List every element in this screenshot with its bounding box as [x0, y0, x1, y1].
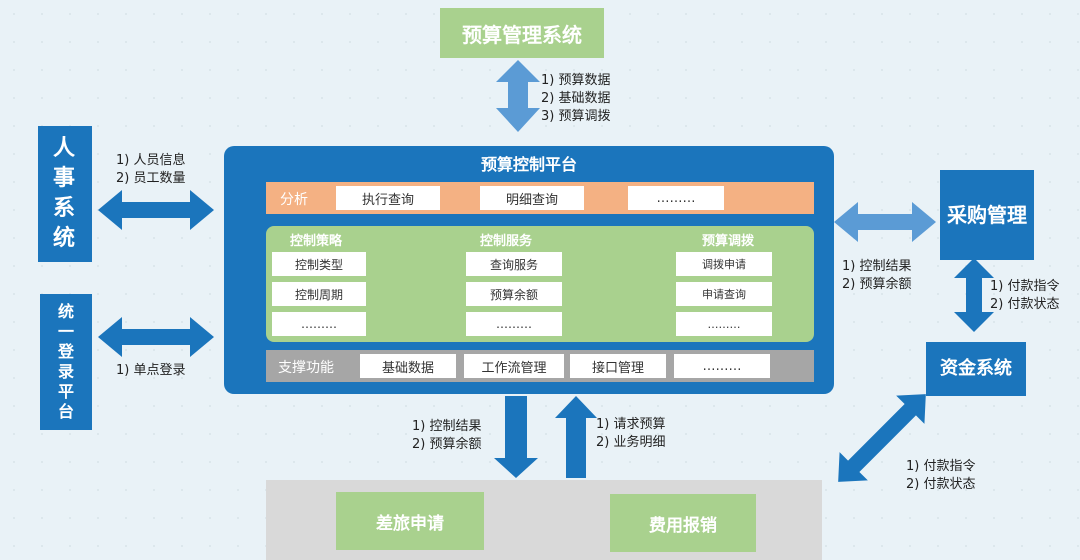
hr-arrow — [98, 190, 214, 230]
procurement-box: 采购管理 — [940, 170, 1034, 260]
top-note: 2) 基础数据 — [541, 91, 611, 106]
bottom-notes-right: 1) 请求预算 2) 业务明细 — [596, 416, 665, 452]
down-arrow — [494, 396, 538, 478]
funds-system-box: 资金系统 — [926, 342, 1026, 396]
bottom-note: 1) 请求预算 — [596, 417, 666, 432]
expense-title: 费用报销 — [649, 515, 717, 536]
sso-note: 1) 单点登录 — [116, 363, 186, 378]
hr-notes: 1) 人员信息 2) 员工数量 — [116, 152, 185, 188]
funds-notes-top: 1) 付款指令 2) 付款状态 — [990, 278, 1059, 314]
hr-system-box: 人事系统 — [38, 126, 92, 262]
analysis-label: 分析 — [280, 192, 308, 208]
procurement-note: 1) 控制结果 — [842, 259, 912, 274]
analysis-row: 分析 执行查询 明细查询 ……… — [266, 182, 814, 214]
up-arrow — [555, 396, 597, 478]
strategy-item: 控制周期 — [272, 282, 366, 306]
analysis-item: ……… — [628, 186, 724, 210]
funds-notes-bottom: 1) 付款指令 2) 付款状态 — [906, 458, 975, 494]
top-note: 1) 预算数据 — [541, 73, 611, 88]
funds-title: 资金系统 — [940, 358, 1012, 379]
control-area: 控制策略 控制服务 预算调拨 控制类型 控制周期 ……… 查询服务 预算余额 …… — [266, 226, 814, 342]
bottom-note: 2) 预算余额 — [412, 437, 482, 452]
transfer-item: 调拨申请 — [676, 252, 772, 276]
budget-control-platform: 预算控制平台 分析 执行查询 明细查询 ……… 控制策略 控制服务 预算调拨 控… — [224, 146, 834, 394]
expense-box: 费用报销 — [610, 494, 756, 552]
service-item: 查询服务 — [466, 252, 562, 276]
sso-platform-box: 统一登录平台 — [40, 294, 92, 430]
sso-title: 统一登录平台 — [57, 302, 74, 421]
bottom-notes-left: 1) 控制结果 2) 预算余额 — [412, 418, 481, 454]
bottom-note: 1) 控制结果 — [412, 419, 482, 434]
budget-mgmt-system-box: 预算管理系统 — [440, 8, 604, 58]
top-note: 3) 预算调拨 — [541, 109, 611, 124]
transfer-item: 申请查询 — [676, 282, 772, 306]
hr-note: 2) 员工数量 — [116, 171, 186, 186]
funds-procurement-arrow — [954, 258, 994, 332]
procurement-arrow — [834, 202, 936, 242]
transfer-header: 预算调拨 — [702, 234, 755, 249]
analysis-item: 明细查询 — [480, 186, 584, 210]
budget-arrow — [496, 60, 540, 132]
analysis-item: 执行查询 — [336, 186, 440, 210]
top-notes: 1) 预算数据 2) 基础数据 3) 预算调拨 — [541, 72, 610, 126]
service-item: ……… — [466, 312, 562, 336]
procurement-notes: 1) 控制结果 2) 预算余额 — [842, 258, 911, 294]
strategy-item: 控制类型 — [272, 252, 366, 276]
travel-box: 差旅申请 — [336, 492, 484, 550]
funds-diagonal-arrow — [838, 394, 926, 482]
hr-title: 人事系统 — [53, 136, 80, 251]
hr-note: 1) 人员信息 — [116, 153, 186, 168]
strategy-header: 控制策略 — [290, 234, 343, 249]
procurement-note: 2) 预算余额 — [842, 277, 912, 292]
procurement-title: 采购管理 — [947, 203, 1027, 227]
budget-mgmt-title: 预算管理系统 — [462, 22, 582, 47]
platform-title: 预算控制平台 — [480, 155, 577, 174]
service-item: 预算余额 — [466, 282, 562, 306]
support-item: 基础数据 — [360, 354, 456, 378]
sso-arrow — [98, 317, 214, 357]
strategy-item: ……… — [272, 312, 366, 336]
service-header: 控制服务 — [480, 234, 533, 249]
support-item: ……… — [674, 354, 770, 378]
funds-note: 2) 付款状态 — [990, 297, 1060, 312]
support-item: 工作流管理 — [464, 354, 564, 378]
funds-note: 1) 付款指令 — [990, 279, 1060, 294]
support-label: 支撑功能 — [278, 360, 334, 376]
support-item: 接口管理 — [570, 354, 666, 378]
travel-title: 差旅申请 — [376, 513, 444, 534]
funds-note: 1) 付款指令 — [906, 459, 976, 474]
funds-note: 2) 付款状态 — [906, 477, 976, 492]
sso-notes: 1) 单点登录 — [116, 362, 185, 380]
support-row: 支撑功能 基础数据 工作流管理 接口管理 ……… — [266, 350, 814, 382]
transfer-item: ……… — [676, 312, 772, 336]
bottom-note: 2) 业务明细 — [596, 435, 666, 450]
